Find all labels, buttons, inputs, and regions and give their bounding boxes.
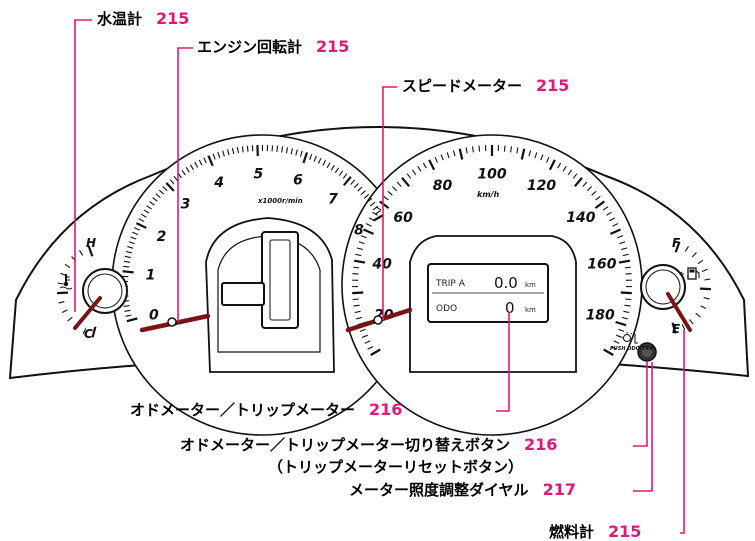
tachometer-unit: x1000r/min (257, 197, 303, 205)
speedometer-tick (625, 267, 631, 268)
callout-fuel-page: 215 (608, 522, 641, 541)
callout-odo-trip-page: 216 (369, 400, 402, 419)
tachometer-number: 5 (253, 166, 263, 182)
speedometer-number: 180 (586, 307, 615, 323)
temp-gauge-knob (83, 269, 127, 313)
speedometer-unit: km/h (477, 190, 500, 199)
callout-speedometer-page: 215 (536, 76, 569, 95)
callout-fuel: 燃料計 215 (549, 523, 641, 541)
temp-high-label: H (86, 236, 96, 250)
tachometer-number: 3 (181, 197, 191, 213)
callout-water-temp-page: 215 (156, 9, 189, 28)
speedometer-number: 140 (566, 210, 595, 226)
speedometer-tick (625, 299, 631, 300)
odo-label: ODO (436, 304, 457, 314)
tachometer-tick (277, 146, 278, 152)
callout-tachometer-page: 215 (316, 37, 349, 56)
callout-trip-reset-label: （トリップメーターリセットボタン） (268, 458, 523, 476)
speedometer-tick (353, 299, 359, 300)
tachometer-number: 6 (293, 172, 303, 188)
tachometer-number: 8 (354, 222, 364, 238)
speedometer-tick (621, 293, 632, 294)
leader-dimmer (633, 362, 652, 491)
speedometer-number: 60 (393, 210, 413, 226)
callout-fuel-label: 燃料計 (549, 523, 594, 541)
callout-odo-trip-label: オドメーター／トリップメーター (130, 401, 355, 419)
button-label: PUSH ODO/TRIP (610, 346, 655, 352)
trip-label: TRIP A (435, 279, 466, 289)
callout-water-temp: 水温計 215 (97, 10, 189, 28)
speedometer-number: 40 (371, 256, 392, 272)
tachometer-number: 0 (149, 307, 159, 323)
fuel-gauge-knob (641, 265, 685, 309)
speedometer-tick (504, 146, 505, 152)
callout-odo-button-label: オドメーター／トリップメーター切り替えボタン (180, 436, 510, 454)
callout-odo-button: オドメーター／トリップメーター切り替えボタン 216 (180, 436, 557, 454)
fuel-empty-label: E (672, 322, 681, 336)
callout-odo-button-page: 216 (524, 435, 557, 454)
callout-speedometer: スピードメーター 215 (402, 77, 569, 95)
callout-dimmer: メーター照度調整ダイヤル 217 (349, 481, 576, 499)
callout-speedometer-label: スピードメーター (402, 77, 522, 95)
tachometer-number: 2 (157, 229, 167, 245)
trip-value: 0.0 (494, 274, 518, 292)
callout-water-temp-label: 水温計 (97, 10, 142, 28)
speedometer-number: 160 (587, 256, 616, 272)
speedometer-number: 100 (477, 166, 506, 182)
callout-tachometer: エンジン回転計 215 (197, 38, 349, 56)
gear-indicator (222, 283, 264, 305)
trip-unit: km (525, 281, 536, 289)
tachometer-tick (247, 146, 248, 152)
speedometer-tick (353, 267, 359, 268)
callout-odo-trip: オドメーター／トリップメーター 216 (130, 401, 402, 419)
gear-slot (262, 232, 298, 328)
speedometer-tick (479, 146, 480, 152)
tachometer-number: 4 (213, 175, 224, 191)
speedometer-tick (352, 293, 363, 294)
speedometer-number: 80 (433, 178, 453, 194)
tachometer-number: 1 (146, 267, 156, 283)
callout-dimmer-page: 217 (543, 480, 576, 499)
odo-unit: km (525, 306, 536, 314)
leader-odo-button (633, 362, 647, 446)
tachometer-number: 7 (328, 192, 338, 208)
fuel-full-label: F (672, 236, 681, 250)
temp-low-label: C (84, 327, 93, 341)
speedometer-number: 120 (527, 178, 556, 194)
callout-dimmer-label: メーター照度調整ダイヤル (349, 481, 529, 499)
callout-trip-reset: （トリップメーターリセットボタン） (268, 458, 523, 476)
callout-tachometer-label: エンジン回転計 (197, 38, 302, 56)
tachometer-tick (123, 271, 134, 272)
